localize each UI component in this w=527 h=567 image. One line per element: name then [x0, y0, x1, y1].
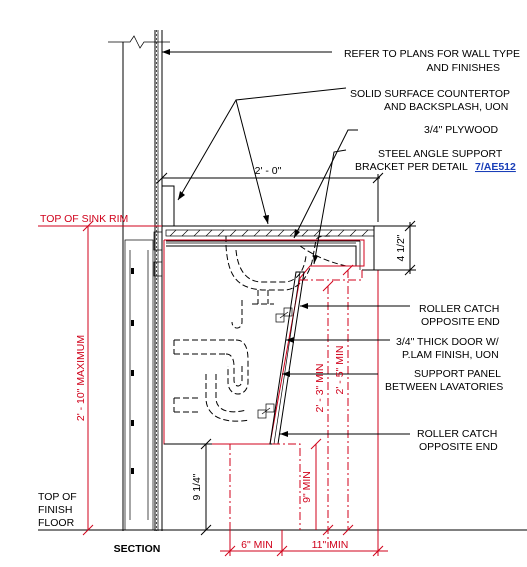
dim-toe-9-quarter: 9 1/4": [191, 473, 203, 500]
callout-panel-line1: SUPPORT PANEL: [414, 368, 501, 380]
dim-width-2-0: 2' - 0": [255, 165, 282, 177]
level-floor-line3: FLOOR: [38, 517, 75, 529]
dim-knee-11-min: 11" MIN: [312, 539, 349, 551]
callout-door-line1: 3/4" THICK DOOR W/: [396, 336, 499, 348]
roller-catch-top-icon: [275, 307, 293, 323]
callout-roller-bottom-line1: ROLLER CATCH: [417, 428, 497, 440]
level-floor-line1: TOP OF: [38, 491, 77, 503]
callout-door-line2: P.LAM FINISH, UON: [402, 349, 499, 361]
drawing-title: SECTION: [114, 543, 161, 555]
door-panel: [257, 271, 305, 445]
accessibility-dimensions: [38, 220, 388, 557]
callout-roller-top-line1: ROLLER CATCH: [419, 303, 499, 315]
dim-knee-2-3-min: 2' - 3" MIN: [314, 364, 326, 413]
dim-toe-6-min: 6" MIN: [241, 539, 273, 551]
callout-wall-line1: REFER TO PLANS FOR WALL TYPE: [344, 48, 520, 60]
leader-lines: [162, 49, 410, 437]
accessible-clearance-outline: [163, 239, 365, 445]
callout-countertop-line2: AND BACKSPLASH, UON: [384, 101, 508, 113]
callout-roller-top-line2: OPPOSITE END: [421, 316, 500, 328]
callout-countertop-line1: SOLID SURFACE COUNTERTOP: [350, 88, 510, 100]
callout-roller-bottom-line2: OPPOSITE END: [419, 441, 498, 453]
level-floor-line2: FINISH: [38, 504, 72, 516]
callout-bracket-line1: STEEL ANGLE SUPPORT: [378, 148, 503, 160]
p-trap: [173, 300, 251, 422]
dim-knee-2-5-min: 2' - 5" MIN: [334, 346, 346, 395]
dim-height-max: 2' - 10" MAXIMUM: [75, 335, 87, 421]
callout-plywood: 3/4" PLYWOOD: [424, 124, 499, 136]
detail-reference-link[interactable]: 7/AE512: [475, 161, 516, 173]
wall: [108, 30, 170, 531]
dim-knee-9-min: 9" MIN: [301, 471, 313, 503]
dim-depth-4-half: 4 1/2": [395, 234, 407, 261]
roller-catch-bottom-icon: [257, 403, 275, 419]
level-sink-rim: TOP OF SINK RIM: [40, 213, 128, 225]
dimensions: [156, 172, 416, 536]
callout-wall-line2: AND FINISHES: [426, 62, 500, 74]
countertop: [162, 185, 378, 271]
callout-bracket-line2: BRACKET PER DETAIL: [355, 161, 468, 173]
callout-panel-line2: BETWEEN LAVATORIES: [385, 381, 503, 393]
